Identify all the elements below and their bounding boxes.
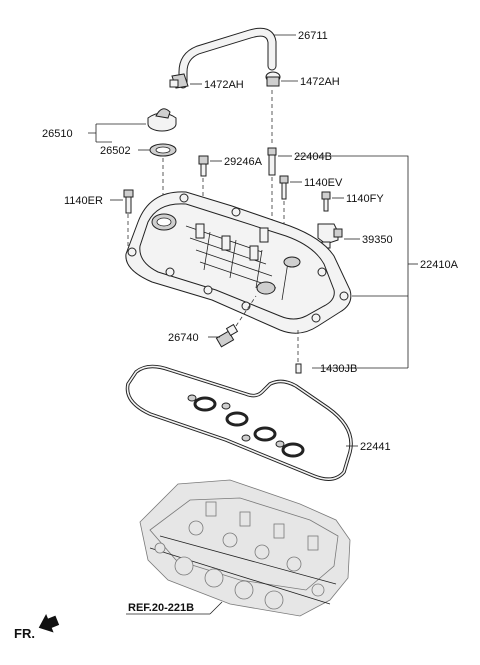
bolt-1140fy xyxy=(321,191,331,212)
breather-hose xyxy=(178,27,277,89)
cylinder-head-cover xyxy=(125,191,352,334)
label-front: FR. xyxy=(14,626,35,641)
front-arrow-icon xyxy=(38,613,60,633)
bolt-1140ev xyxy=(279,175,289,200)
oil-filler-cap xyxy=(147,108,177,132)
label-22404b: 22404B xyxy=(294,151,332,163)
label-26711: 26711 xyxy=(298,30,328,42)
oil-filler-gasket xyxy=(149,143,177,157)
label-22410a: 22410A xyxy=(420,259,459,271)
label-39350: 39350 xyxy=(362,234,393,246)
bolt-1140er xyxy=(123,189,134,214)
label-1472ah-right: 1472AH xyxy=(300,76,340,88)
label-1140er: 1140ER xyxy=(64,195,103,207)
cam-position-sensor xyxy=(317,223,343,249)
dowel-pin xyxy=(295,363,302,374)
label-1140ev: 1140EV xyxy=(304,177,343,189)
hose-clip-right xyxy=(265,71,281,87)
label-1430jb: 1430JB xyxy=(320,363,357,375)
cover-gasket xyxy=(125,364,353,481)
label-26510: 26510 xyxy=(42,128,73,140)
pcv-valve xyxy=(215,323,239,348)
label-1472ah-left: 1472AH xyxy=(204,79,244,91)
label-26502: 26502 xyxy=(100,145,131,157)
label-1140fy: 1140FY xyxy=(346,193,384,205)
cylinder-head-reference xyxy=(139,479,351,617)
label-ref-20-221b: REF.20-221B xyxy=(128,602,194,614)
label-26740: 26740 xyxy=(168,332,199,344)
hose-clip-left xyxy=(169,73,189,89)
label-22441: 22441 xyxy=(360,441,391,453)
label-29246a: 29246A xyxy=(224,156,263,168)
stud-bolt xyxy=(267,147,277,176)
plug xyxy=(198,155,209,177)
